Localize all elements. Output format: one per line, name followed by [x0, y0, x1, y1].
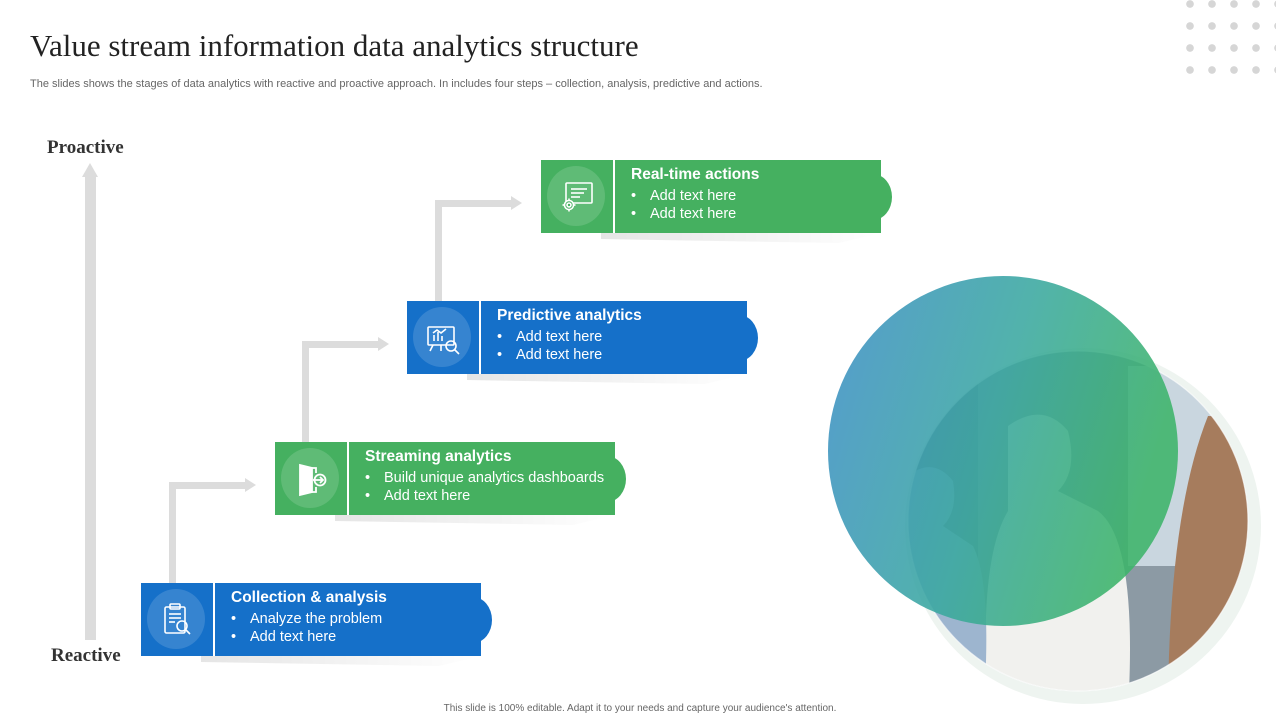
stage-collection-analysis: Collection & analysis Analyze the proble… — [141, 583, 511, 656]
axis-label-reactive: Reactive — [51, 645, 121, 667]
stage-end-cap — [744, 315, 772, 361]
stage-icon-box — [275, 442, 347, 515]
stage-predictive-analytics: Predictive analytics Add text here Add t… — [407, 301, 777, 374]
monitor-gear-icon — [558, 178, 596, 216]
stage-end-cap — [878, 174, 906, 220]
stage-icon-box — [407, 301, 479, 374]
stage-icon-box — [541, 160, 613, 233]
stage-bullet: Add text here — [365, 487, 604, 505]
clipboard-search-icon — [158, 601, 196, 639]
axis-label-proactive: Proactive — [47, 137, 124, 159]
stage-title: Collection & analysis — [231, 589, 387, 607]
stage-end-cap — [478, 597, 506, 643]
stage-bullet: Add text here — [497, 346, 602, 364]
stage-bullet: Add text here — [231, 628, 382, 646]
stage-bullet: Add text here — [631, 205, 736, 223]
stage-bullet: Add text here — [497, 328, 602, 346]
decorative-dot-grid — [1186, 0, 1276, 80]
stage-bullet: Build unique analytics dashboards — [365, 469, 604, 487]
stage-bullet: Add text here — [631, 187, 736, 205]
stage-streaming-analytics: Streaming analytics Build unique analyti… — [275, 442, 645, 515]
slide-subtitle: The slides shows the stages of data anal… — [30, 78, 763, 90]
stage-real-time-actions: Real-time actions Add text here Add text… — [541, 160, 911, 233]
axis-arrow-head — [82, 163, 98, 177]
stage-end-cap — [612, 456, 640, 502]
axis-arrow-shaft — [85, 176, 96, 640]
stage-icon-box — [141, 583, 213, 656]
chart-magnifier-icon — [424, 319, 462, 357]
slide-title: Value stream information data analytics … — [30, 28, 639, 64]
door-exit-icon — [292, 460, 330, 498]
stage-title: Real-time actions — [631, 166, 759, 184]
team-photo-circle — [828, 276, 1268, 706]
footer-note: This slide is 100% editable. Adapt it to… — [0, 703, 1280, 714]
stage-title: Streaming analytics — [365, 448, 511, 466]
stage-title: Predictive analytics — [497, 307, 642, 325]
stage-bullet: Analyze the problem — [231, 610, 382, 628]
